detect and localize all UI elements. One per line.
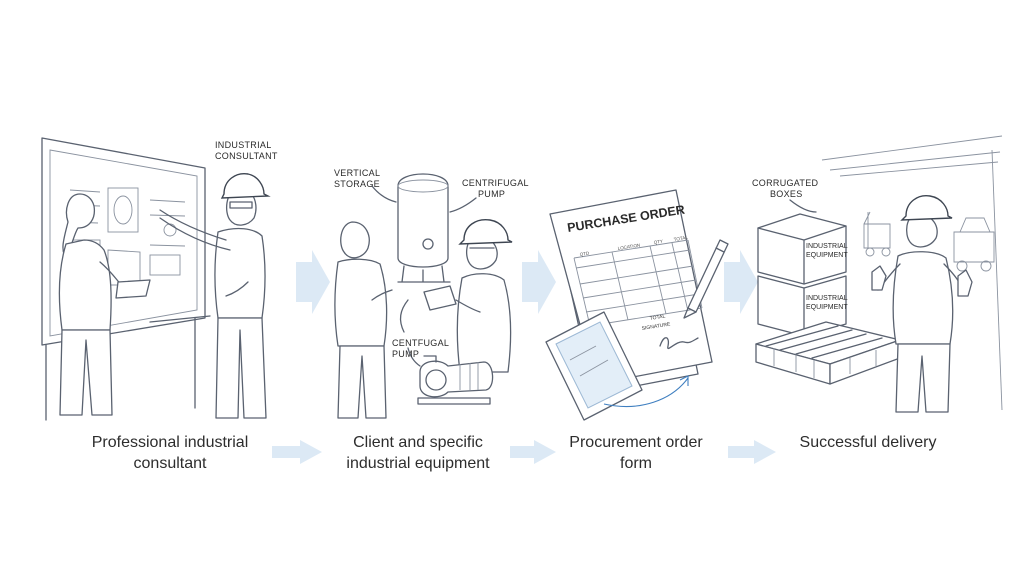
vertical-storage-tank <box>397 173 451 283</box>
pointer-centrifugal-pump-top <box>449 197 477 213</box>
box-bottom-label-line2: EQUIPMENT <box>806 304 848 311</box>
label-centrifugal-pump-top-line2: PUMP <box>478 189 505 199</box>
centrifugal-pump <box>417 355 494 405</box>
pointer-corrugated-boxes <box>789 199 817 213</box>
flow-arrow-2 <box>522 250 556 314</box>
caption-consultant-line1: Professional industrial <box>91 434 249 451</box>
caption-client-equipment: Client and specific industrial equipment <box>318 432 518 474</box>
caption-arrow-2 <box>510 440 556 464</box>
box-bottom-label-line1: INDUSTRIAL <box>806 295 848 302</box>
po-col-4: TOTAL <box>673 235 688 242</box>
caption-consultant-line2: consultant <box>133 455 207 472</box>
box-top <box>757 213 847 285</box>
caption-delivery: Successful delivery <box>778 432 958 453</box>
label-centfugal-pump-line2: PUMP <box>392 349 419 359</box>
pointer-vertical-storage <box>371 185 397 203</box>
panel-consultant <box>41 137 271 421</box>
caption-arrow-3 <box>728 440 776 464</box>
forklift-right <box>953 217 995 272</box>
panel-delivery <box>755 135 1003 413</box>
po-col-3: QTY <box>653 239 663 245</box>
pen-icon <box>683 239 729 319</box>
box-bottom <box>757 275 847 337</box>
label-centfugal-pump-line1: CENTFUGAL <box>392 338 449 348</box>
engineer-with-tablet <box>423 219 513 373</box>
po-total-label: TOTAL <box>649 314 666 322</box>
pallet <box>755 321 901 385</box>
flow-arrow-1 <box>296 250 330 314</box>
caption-client-equipment-line2: industrial equipment <box>346 455 490 472</box>
delivery-worker <box>871 195 973 413</box>
note-arrow <box>603 377 689 408</box>
caption-procurement: Procurement order form <box>546 432 726 474</box>
caption-delivery-line1: Successful delivery <box>799 434 937 451</box>
caption-client-equipment-line1: Client and specific <box>353 434 483 451</box>
consultant-man <box>159 173 271 419</box>
caption-consultant: Professional industrial consultant <box>70 432 270 474</box>
label-vertical-storage-line2: STORAGE <box>334 179 380 189</box>
pointer-centfugal-pump <box>407 347 421 367</box>
signature-scribble <box>659 337 699 350</box>
client-woman <box>334 221 393 419</box>
panel-client-equipment <box>334 173 513 419</box>
label-centrifugal-pump-top-line1: CENTRIFUGAL <box>462 178 529 188</box>
caption-procurement-line2: form <box>620 455 652 472</box>
po-col-2: LOCATION <box>617 243 640 251</box>
woman-with-clipboard <box>58 193 151 416</box>
label-corrugated-boxes-line2: BOXES <box>770 189 803 199</box>
po-col-1: QTD <box>579 250 590 257</box>
pointer-pump-up <box>399 299 409 333</box>
label-industrial-consultant-line1: INDUSTRIAL <box>215 140 272 150</box>
label-corrugated-boxes-line1: CORRUGATED <box>752 178 819 188</box>
tablet-device <box>545 311 643 421</box>
po-signature-label: SIGNATURE <box>641 321 671 332</box>
box-top-label-line2: EQUIPMENT <box>806 252 848 259</box>
caption-arrow-1 <box>272 440 322 464</box>
caption-procurement-line1: Procurement order <box>569 434 703 451</box>
flow-arrow-3 <box>724 250 758 314</box>
label-industrial-consultant-line2: CONSULTANT <box>215 151 278 161</box>
label-vertical-storage-line1: VERTICAL <box>334 168 380 178</box>
box-top-label-line1: INDUSTRIAL <box>806 243 848 250</box>
panel-purchase-order <box>545 189 729 421</box>
forklift-left <box>863 211 891 257</box>
